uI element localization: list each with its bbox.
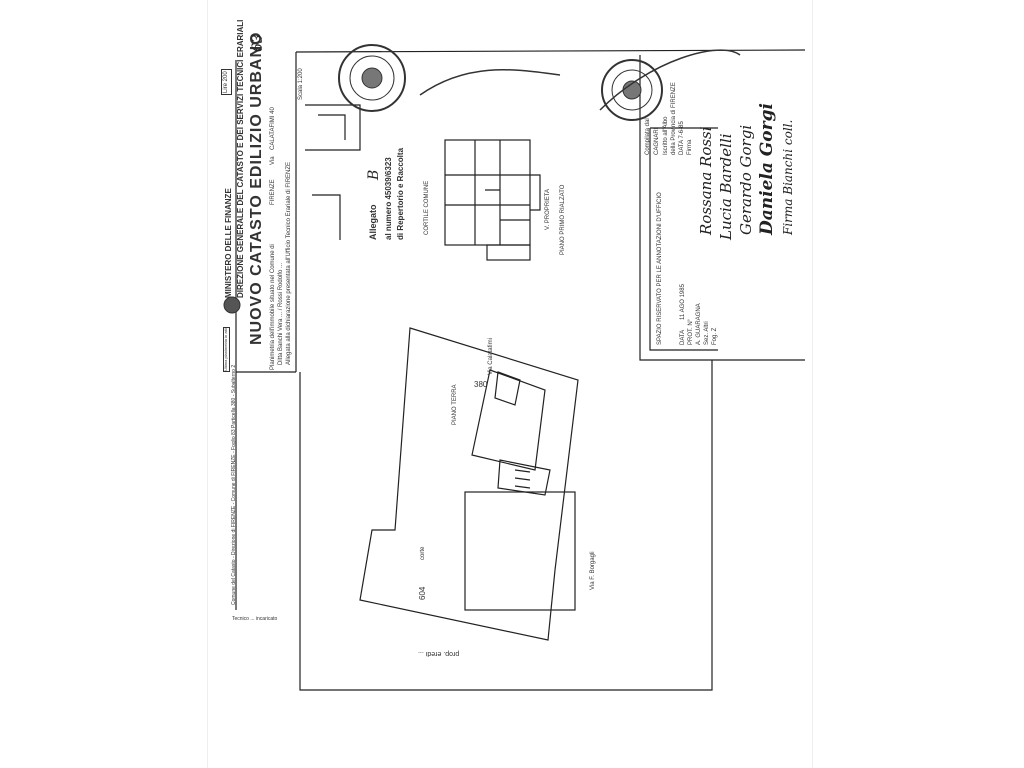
office-box <box>649 127 718 351</box>
office-prot: PROT. N° <box>688 318 694 345</box>
ministry-label: MINISTERO DELLE FINANZE <box>224 188 233 298</box>
office-line: Sez. Altri <box>704 321 710 345</box>
annex-repertorio: al numero 45039/6323 <box>384 157 393 240</box>
courtyard-box <box>464 491 576 611</box>
courtyard-small-label: CORTILE COMUNE <box>424 180 430 235</box>
compiler-name: CAGNARI <box>654 127 660 155</box>
municipality: FIRENZE <box>270 179 276 205</box>
document-title: NUOVO CATASTO EDILIZIO URBANO <box>248 31 265 345</box>
municipality-label: Planimetria dell'immobile situato nel Co… <box>270 244 276 370</box>
annex-letter: B <box>366 169 382 180</box>
parcel-604: 604 <box>418 586 427 600</box>
compiler-label: Compilata dal <box>645 118 651 155</box>
proprieta-label: V. PROPRIETA <box>545 188 551 230</box>
small-box: Ultima planimetria in atti <box>223 327 230 372</box>
bottom-note: Tecnico ... incaricato <box>232 616 278 622</box>
office-line: A. GUARAGNA <box>696 303 702 345</box>
street: CALATAFIMI 40 <box>270 107 276 150</box>
compiler-line: della Provincia di FIRENZE <box>671 82 677 155</box>
annex-label: Allegato <box>368 204 378 240</box>
office-date: 11 AGO 1985 <box>680 284 686 320</box>
office-box-title: SPAZIO RISERVATO PER LE ANNOTAZIONI D'UF… <box>657 192 663 345</box>
ground-floor-label: PIANO TERRA <box>452 384 458 425</box>
compiler-line: Iscritto all'Albo <box>663 116 669 156</box>
signature-scribble <box>419 49 741 111</box>
frame-right-box <box>639 55 805 361</box>
courtyard-label: corte <box>420 546 426 560</box>
parcel-380: 380 <box>474 380 488 389</box>
scale: Scala 1:200 <box>298 68 304 100</box>
site-sketch <box>305 104 361 151</box>
office-line: Fog. Z <box>712 327 718 345</box>
annex-registry: di Repertorio e Raccolta <box>396 147 405 240</box>
form-code: Lire 200 <box>221 69 232 95</box>
ground-floor-plan <box>359 327 579 641</box>
owner-line: Ditta Banchi Vera ... / Rossi Rodolfo ..… <box>278 262 284 365</box>
signature: Rossana Rossi <box>697 126 715 235</box>
frame-lower <box>299 360 713 691</box>
office-date-label: DATA <box>680 329 686 345</box>
side-note: Comune del Catasto - Direzione di FIRENZ… <box>231 364 237 605</box>
street-right-label: Via F. Borgagli <box>590 551 596 590</box>
signature: Gerardo Gorgi <box>737 124 755 235</box>
compiler-line: Firma <box>687 139 693 155</box>
first-floor-plan <box>444 139 531 246</box>
signature: Daniela Gorgi <box>757 103 777 235</box>
directorate-label: DIREZIONE GENERALE DEL CATASTO E DEI SER… <box>236 19 245 298</box>
sheet-number: 63 <box>250 34 266 52</box>
signature: Firma Bianchi coll. <box>781 119 795 235</box>
street-label: Via <box>270 156 276 165</box>
official-stamp-right <box>601 59 663 121</box>
emblem-icon <box>223 296 241 314</box>
signature: Lucia Bardelli <box>717 133 735 240</box>
first-floor-label: PIANO PRIMO RIALZATO <box>560 184 566 255</box>
street-top-label: Via Calatafimi <box>488 338 494 375</box>
compiler-line: DATA 7-6-85 <box>679 121 685 155</box>
street-bottom-label: prop. eredi ... <box>418 650 460 657</box>
official-stamp-left <box>338 44 406 112</box>
attachment-line: Allegata alla dichiarazione presentata a… <box>286 161 292 365</box>
